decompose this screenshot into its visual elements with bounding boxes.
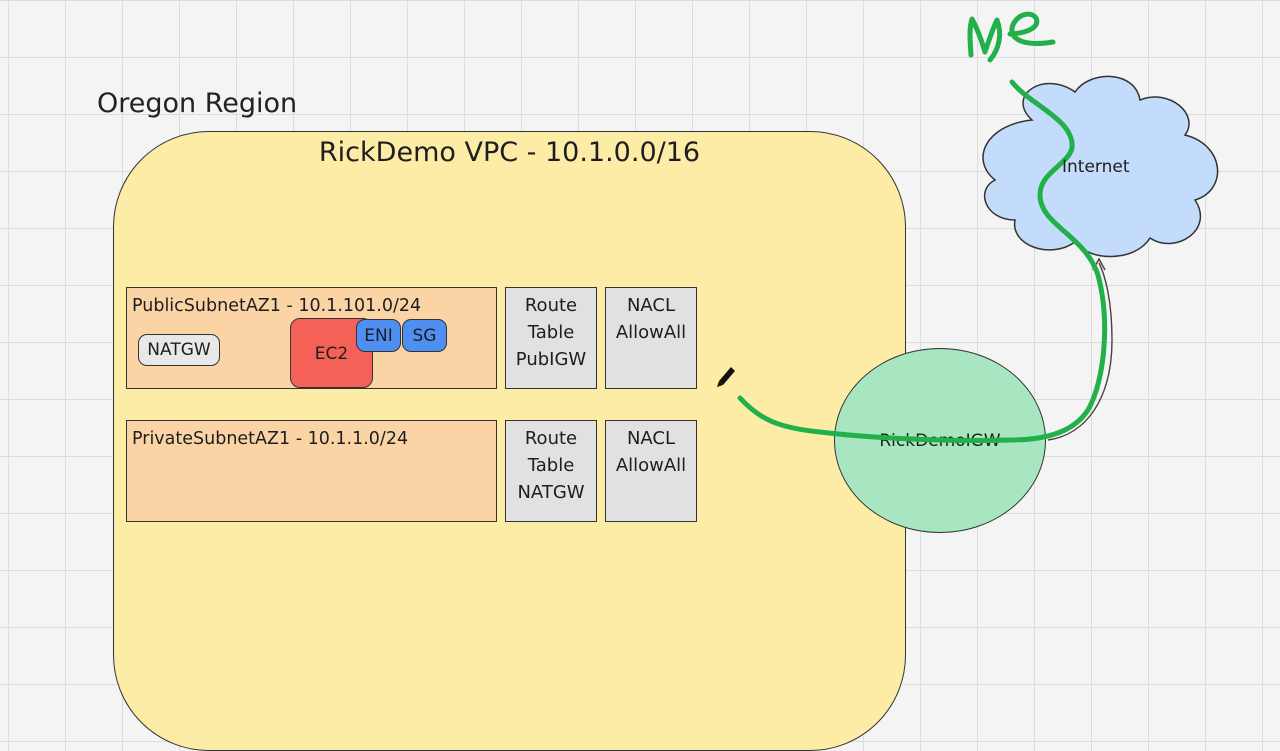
route-table-private-label: Route Table NATGW bbox=[517, 428, 585, 503]
internet-label: Internet bbox=[1062, 157, 1130, 177]
security-group-box[interactable]: SG bbox=[402, 319, 447, 352]
route-table-public-label: Route Table PubIGW bbox=[515, 295, 587, 370]
private-subnet-label: PrivateSubnetAZ1 - 10.1.1.0/24 bbox=[132, 429, 409, 449]
region-label: Oregon Region bbox=[97, 88, 298, 119]
nacl-private-label: NACL AllowAll bbox=[615, 428, 687, 476]
private-subnet[interactable] bbox=[126, 420, 497, 522]
annotation-path bbox=[737, 79, 1108, 444]
natgw-box[interactable]: NATGW bbox=[138, 334, 220, 366]
pen-cursor-icon bbox=[717, 367, 735, 387]
nacl-public-label: NACL AllowAll bbox=[615, 295, 687, 343]
nacl-private[interactable]: NACL AllowAll bbox=[605, 420, 697, 522]
route-table-public[interactable]: Route Table PubIGW bbox=[505, 287, 597, 389]
eni-box[interactable]: ENI bbox=[356, 319, 401, 352]
route-table-private[interactable]: Route Table NATGW bbox=[505, 420, 597, 522]
public-subnet-label: PublicSubnetAZ1 - 10.1.101.0/24 bbox=[132, 296, 422, 316]
internet-cloud[interactable] bbox=[982, 75, 1219, 258]
me-annotation bbox=[967, 11, 1056, 63]
igw-to-internet-connector bbox=[1047, 262, 1113, 441]
nacl-public[interactable]: NACL AllowAll bbox=[605, 287, 697, 389]
vpc-title: RickDemo VPC - 10.1.0.0/16 bbox=[318, 137, 701, 168]
diagram-overlay bbox=[717, 11, 1219, 444]
